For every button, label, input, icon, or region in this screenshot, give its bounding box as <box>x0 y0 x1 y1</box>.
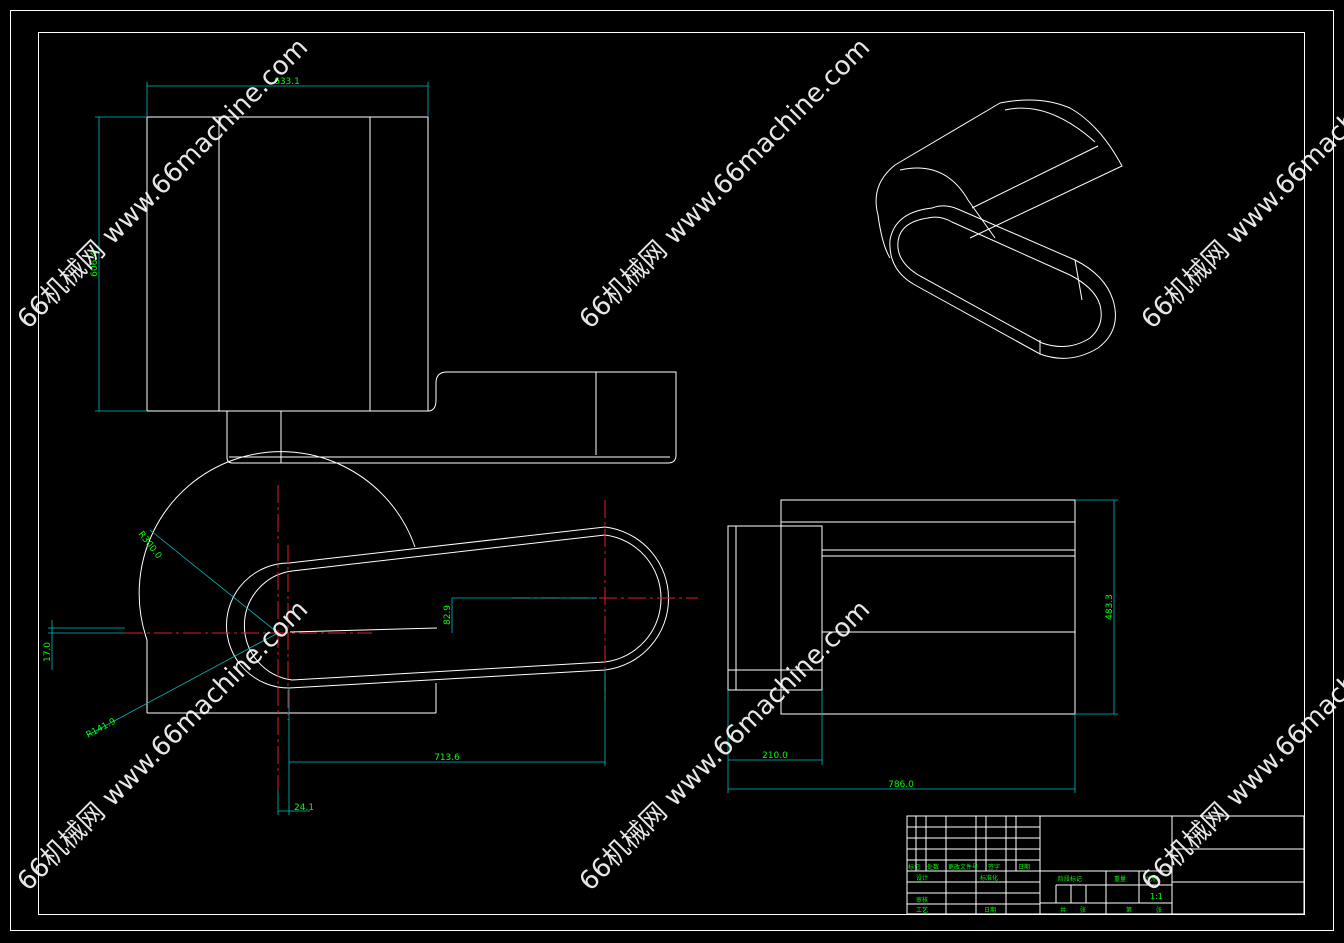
tb-label-count: 处数 <box>927 863 939 871</box>
dim-offset-vertical: 82.9 <box>443 605 453 625</box>
watermark: 66机械网 www.66machine.com <box>1136 33 1344 335</box>
tb-label-sheet-no: 第 <box>1126 906 1132 914</box>
tb-label-process: 工艺 <box>916 906 928 914</box>
dim-top-width: 633.1 <box>274 77 300 87</box>
side-view <box>727 499 1076 715</box>
watermark: 66机械网 www.66machine.com <box>12 595 314 897</box>
tb-label-sheets: 张 <box>1080 906 1086 914</box>
isometric-view <box>875 99 1123 359</box>
watermark: 66机械网 www.66machine.com <box>574 33 876 335</box>
tb-label-weight: 重量 <box>1114 875 1126 883</box>
tb-label-stage-mark: 阶段标记 <box>1058 875 1082 883</box>
tb-label-review: 审核 <box>916 896 928 904</box>
side-view-dimensions <box>727 499 1118 793</box>
watermark: 66机械网 www.66machine.com <box>574 595 876 897</box>
front-view-centerlines <box>125 485 698 790</box>
title-block <box>906 815 1305 915</box>
tb-label-sheet: 张 <box>1156 906 1162 914</box>
dim-side-width-small: 210.0 <box>762 751 788 761</box>
dim-center-distance: 713.6 <box>434 753 460 763</box>
tb-scale-value: 1:1 <box>1150 892 1163 901</box>
tb-label-scale: 比例 <box>1146 875 1158 883</box>
tb-label-total: 共 <box>1060 906 1066 914</box>
tb-label-signature: 签字 <box>988 863 1000 871</box>
front-view-dimensions <box>48 529 606 815</box>
watermark: 66机械网 www.66machine.com <box>1136 595 1344 897</box>
dim-offset-left: 17.0 <box>43 642 53 662</box>
top-view <box>146 116 677 464</box>
dim-bottom-offset: 24.1 <box>294 803 314 813</box>
tb-label-mark: 标记 <box>908 863 920 871</box>
tb-label-standardization: 标准化 <box>980 874 998 882</box>
dim-radius-small: R141.9 <box>85 717 118 741</box>
dim-top-height: 606.4 <box>90 251 100 277</box>
tb-label-design: 设计 <box>916 874 928 882</box>
inner-frame <box>38 32 1305 915</box>
outer-frame <box>10 10 1334 931</box>
tb-label-date: 日期 <box>1018 863 1030 871</box>
tb-label-change-doc: 更改文件号 <box>948 863 978 871</box>
watermark: 66机械网 www.66machine.com <box>12 33 314 335</box>
dim-radius-large: R300.0 <box>136 530 164 562</box>
watermarks: 66机械网 www.66machine.com 66机械网 www.66mach… <box>12 33 1344 897</box>
dim-side-height: 483.3 <box>1105 594 1115 620</box>
dim-side-width-total: 786.0 <box>888 780 914 790</box>
top-view-dimensions <box>95 82 429 412</box>
tb-label-date-2: 日期 <box>984 906 996 914</box>
